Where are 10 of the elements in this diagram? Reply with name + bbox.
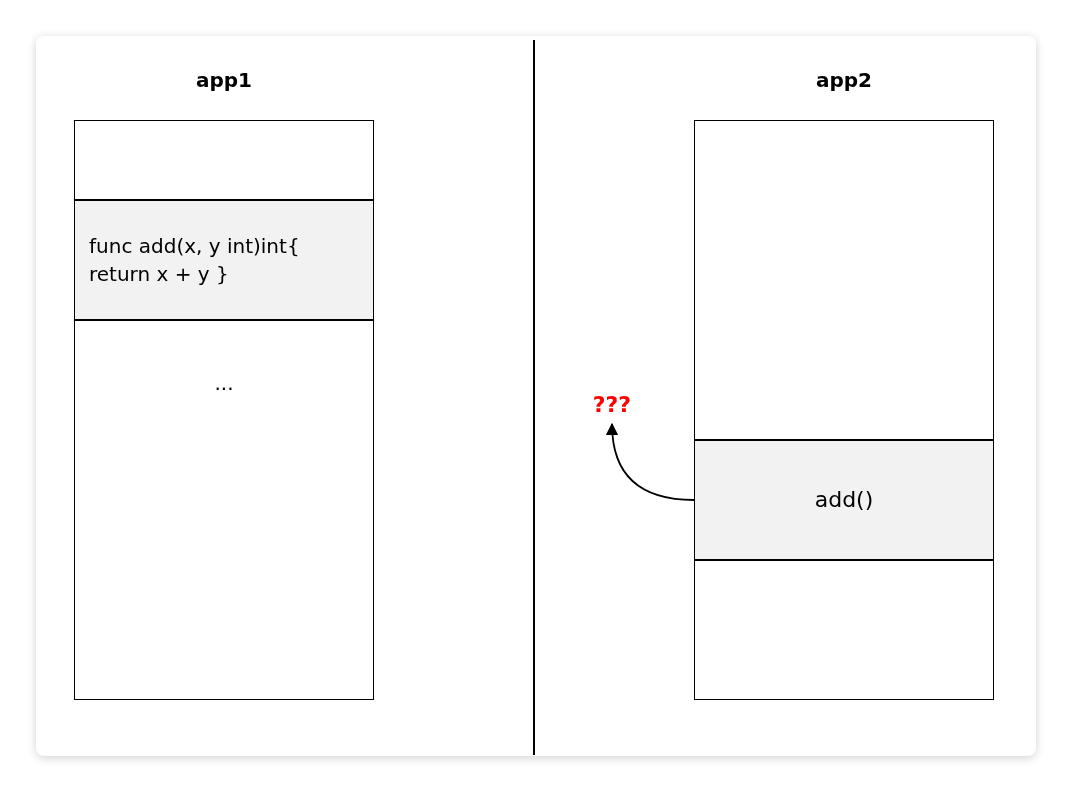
code-block: func add(x, y int)int{ return x + y }: [74, 200, 374, 320]
ellipsis-text: ...: [74, 320, 374, 700]
memory-segment: [74, 120, 374, 200]
column-title: app1: [194, 68, 253, 92]
curved-arrow: [606, 422, 695, 501]
question-marks: ???: [584, 388, 640, 422]
memory-segment: [694, 120, 994, 440]
function-call-block: add(): [694, 440, 994, 560]
memory-segment: [694, 560, 994, 700]
column-title: app2: [814, 68, 873, 92]
